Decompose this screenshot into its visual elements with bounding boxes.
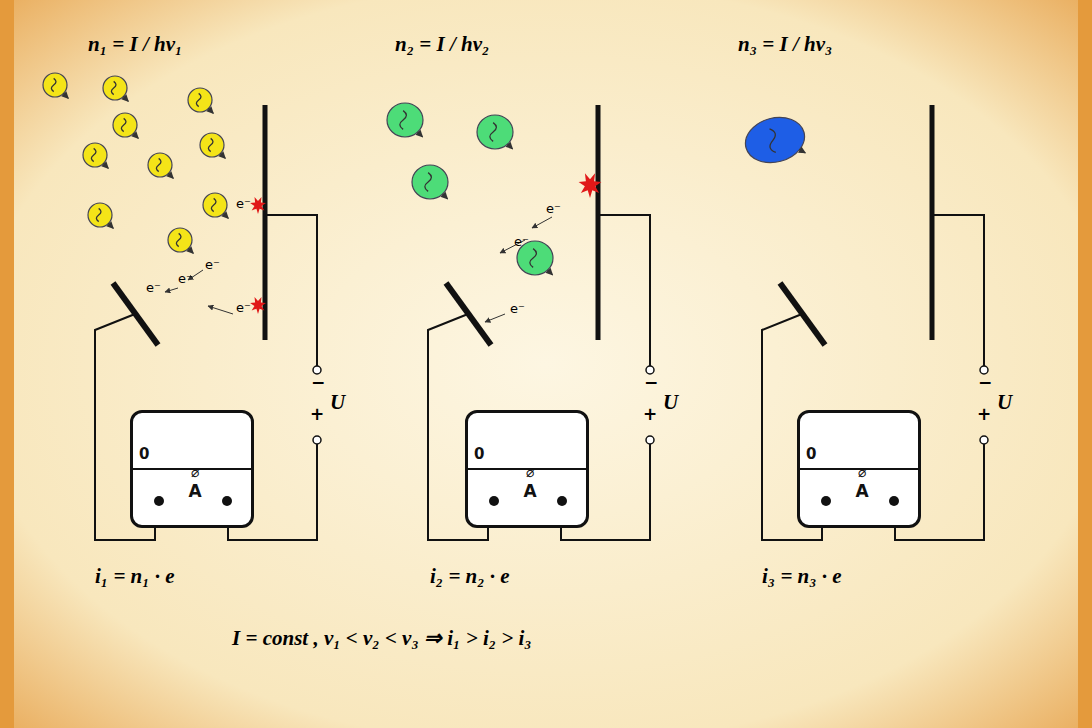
polarity-sign: − xyxy=(978,374,992,391)
scale-zero: 0 xyxy=(806,447,816,462)
impact-burst xyxy=(250,197,266,214)
cathode-plate xyxy=(446,283,491,345)
terminal xyxy=(980,436,988,444)
electron: e⁻ xyxy=(236,197,251,210)
photon xyxy=(200,133,225,158)
meter-unit: A xyxy=(188,483,201,500)
electron: e⁻ xyxy=(178,272,193,285)
electron-path xyxy=(208,306,233,314)
electron-path xyxy=(532,217,552,228)
wire xyxy=(598,215,650,366)
terminal xyxy=(646,436,654,444)
photon xyxy=(412,165,448,199)
scale-zero: 0 xyxy=(474,447,484,462)
terminal xyxy=(313,366,321,374)
formula: n₃ = I / hν₃ xyxy=(738,34,832,55)
polarity-sign: + xyxy=(310,406,324,423)
scale-zero: 0 xyxy=(139,447,149,462)
electron: e⁻ xyxy=(236,301,251,314)
conclusion: I = const , ν₁ < ν₂ < ν₃ ⇒ i₁ > i₂ > i₃ xyxy=(232,628,532,649)
terminal xyxy=(313,436,321,444)
photon xyxy=(148,153,173,178)
meter-symbol: ⌀ xyxy=(191,465,199,479)
anode-plate xyxy=(930,105,935,340)
photon xyxy=(477,115,513,149)
polarity-sign: + xyxy=(977,406,991,423)
circuit-panel xyxy=(428,105,654,540)
electron: e⁻ xyxy=(146,281,161,294)
wire xyxy=(932,215,984,366)
anode-plate xyxy=(596,105,601,340)
impact-burst xyxy=(579,173,602,198)
meter-terminal xyxy=(222,496,232,506)
formula: n₂ = I / hν₂ xyxy=(395,34,489,55)
meter-unit: A xyxy=(855,483,868,500)
photon xyxy=(113,113,138,138)
polarity-sign: − xyxy=(644,374,658,391)
current-formula: i₂ = n₂ · e xyxy=(430,566,510,587)
meter-terminal xyxy=(821,496,831,506)
electron: e⁻ xyxy=(205,258,220,271)
terminal xyxy=(980,366,988,374)
meter-symbol: ⌀ xyxy=(858,465,866,479)
cathode-plate xyxy=(780,283,825,345)
voltage-label: U xyxy=(330,392,345,413)
wire xyxy=(265,215,317,366)
photon xyxy=(740,111,809,169)
electron: e⁻ xyxy=(510,302,525,315)
electron-path xyxy=(165,288,178,292)
voltage-label: U xyxy=(997,392,1012,413)
photon xyxy=(88,203,113,228)
photon xyxy=(168,228,193,253)
border-band xyxy=(1078,0,1092,728)
photon xyxy=(203,193,228,218)
current-formula: i₁ = n₁ · e xyxy=(95,566,175,587)
meter-terminal xyxy=(889,496,899,506)
ammeter-box: 0 ⌀ A xyxy=(797,410,921,528)
circuit-panel xyxy=(95,105,321,540)
polarity-sign: + xyxy=(643,406,657,423)
meter-terminal xyxy=(489,496,499,506)
terminal xyxy=(646,366,654,374)
polarity-sign: − xyxy=(311,374,325,391)
circuit-panel xyxy=(762,105,988,540)
photon xyxy=(83,143,108,168)
photon xyxy=(188,88,213,113)
formula: n₁ = I / hν₁ xyxy=(88,34,182,55)
voltage-label: U xyxy=(663,392,678,413)
meter-unit: A xyxy=(523,483,536,500)
photon xyxy=(103,76,128,101)
electron-path xyxy=(485,314,505,322)
ammeter-box: 0 ⌀ A xyxy=(465,410,589,528)
current-formula: i₃ = n₃ · e xyxy=(762,566,842,587)
impact-burst xyxy=(250,297,266,314)
electron: e⁻ xyxy=(546,202,561,215)
ammeter-box: 0 ⌀ A xyxy=(130,410,254,528)
photon xyxy=(387,103,423,137)
photon xyxy=(43,73,68,98)
meter-symbol: ⌀ xyxy=(526,465,534,479)
meter-terminal xyxy=(154,496,164,506)
electron: e⁻ xyxy=(514,235,529,248)
border-band xyxy=(0,0,14,728)
meter-terminal xyxy=(557,496,567,506)
